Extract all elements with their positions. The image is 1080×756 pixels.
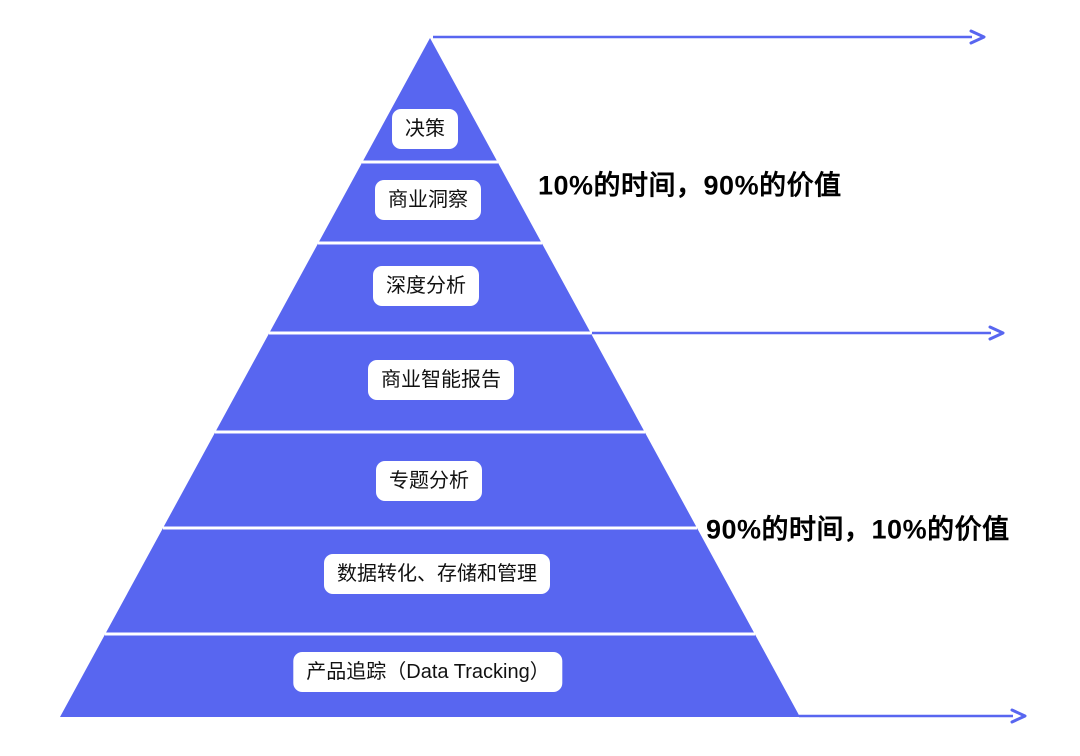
arrow-middle-head <box>988 325 1005 341</box>
level-label-business-insight: 商业洞察 <box>375 180 481 220</box>
level-label-data-transform-storage: 数据转化、存储和管理 <box>324 554 550 594</box>
level-label-decision-making: 决策 <box>392 109 458 149</box>
arrow-bottom-head <box>1010 708 1027 724</box>
level-label-bi-report: 商业智能报告 <box>368 360 514 400</box>
arrow-top-head <box>969 29 986 45</box>
level-label-product-tracking: 产品追踪（Data Tracking） <box>293 652 563 692</box>
level-label-topic-analysis: 专题分析 <box>376 461 482 501</box>
annotation-top-value: 10%的时间，90%的价值 <box>538 170 842 201</box>
level-label-deep-analysis: 深度分析 <box>373 266 479 306</box>
annotation-bottom-value: 90%的时间，10%的价值 <box>706 514 1010 545</box>
